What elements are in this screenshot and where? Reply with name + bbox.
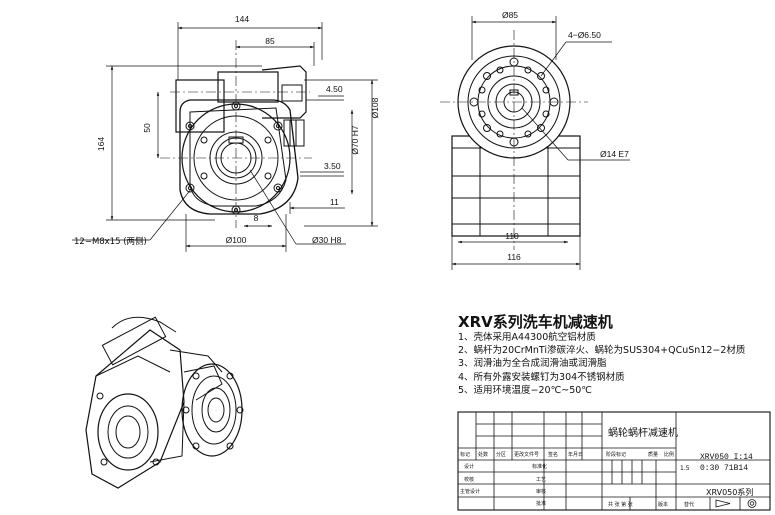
side-dimension-lines xyxy=(451,16,630,270)
front-dimension-lines xyxy=(72,22,378,252)
label-approve: 批准 xyxy=(536,501,547,507)
header-date: 年月日 xyxy=(568,452,584,458)
title-block-frame xyxy=(457,411,771,511)
label-chief-design: 主管设计 xyxy=(460,489,481,495)
model-ratio: 0:30 71B14 xyxy=(700,464,749,473)
front-view xyxy=(160,40,312,228)
isometric-view xyxy=(85,316,244,489)
dim-110: 110 xyxy=(505,231,519,241)
side-view xyxy=(440,30,588,250)
technical-notes: 1、壳体采用A44300航空铝材质 2、蜗杆为20CrMnTi渗碳淬火、蜗轮为S… xyxy=(458,331,745,397)
label-review: 审核 xyxy=(536,489,547,495)
dim-8: 8 xyxy=(254,213,259,223)
label-process: 工艺 xyxy=(536,477,547,483)
label-weight: 质量 xyxy=(648,452,659,458)
dim-11: 11 xyxy=(330,197,339,207)
note-5: 5、适用环境温度−20℃~50℃ xyxy=(458,384,592,396)
note-2: 2、蜗杆为20CrMnTi渗碳淬火、蜗轮为SUS304+QCuSn12−2材质 xyxy=(458,345,746,357)
header-sign: 签名 xyxy=(548,452,559,458)
dim-4-50: 4.50 xyxy=(326,84,343,94)
label-replace: 替代 xyxy=(684,502,695,508)
drawing-title: XRV系列洗车机减速机 xyxy=(458,313,613,331)
dim-85: 85 xyxy=(265,36,275,46)
part-name: 蜗轮蜗杆减速机 xyxy=(608,428,678,439)
label-check: 校核 xyxy=(464,477,475,483)
header-mark: 标记 xyxy=(460,452,471,458)
dim-116: 116 xyxy=(507,252,521,262)
header-count: 处数 xyxy=(478,452,489,458)
label-sheets: 共 张 第 张 xyxy=(608,502,633,508)
dim-108: Ø108 xyxy=(370,97,380,118)
dim-4-holes: 4−Ø6.50 xyxy=(568,30,601,40)
dim-14-e7: Ø14 E7 xyxy=(600,149,629,159)
note-4: 4、所有外露安装螺钉为304不锈钢材质 xyxy=(458,371,625,383)
dim-164: 164 xyxy=(96,137,106,151)
note-3: 3、润滑油为全合成润滑油或润滑脂 xyxy=(458,358,607,370)
dim-85-side: Ø85 xyxy=(502,10,518,20)
label-version: 版本 xyxy=(658,502,669,508)
label-stage-mark: 阶段标记 xyxy=(606,452,627,458)
dim-70-h7: Ø70 H7 xyxy=(350,125,360,155)
dim-50: 50 xyxy=(142,123,152,133)
screw-callout: 12−M8x15 (两侧) xyxy=(74,236,147,247)
dim-144: 144 xyxy=(235,14,249,24)
model-number: XRV050 I:14 xyxy=(700,453,753,462)
dim-30-h8: Ø30 H8 xyxy=(312,235,342,245)
dim-3-50: 3.50 xyxy=(324,161,341,171)
label-standardization: 标准化 xyxy=(532,464,548,470)
label-design: 设计 xyxy=(464,464,475,470)
dim-100: Ø100 xyxy=(226,235,247,245)
front-dimension-texts: 144 85 164 50 4.50 Ø70 H7 Ø108 3.50 11 8… xyxy=(74,14,380,247)
note-1: 1、壳体采用A44300航空铝材质 xyxy=(458,332,596,343)
label-ratio: 比例 xyxy=(664,452,675,458)
projection-symbol xyxy=(715,499,757,508)
scale-value: 1.5 xyxy=(680,465,690,472)
header-change-doc: 更改文件号 xyxy=(514,452,540,458)
side-dimension-texts: Ø85 4−Ø6.50 Ø14 E7 110 116 xyxy=(502,10,629,262)
header-zone: 分区 xyxy=(496,452,507,458)
series-name: XRV050系列 xyxy=(706,488,754,497)
